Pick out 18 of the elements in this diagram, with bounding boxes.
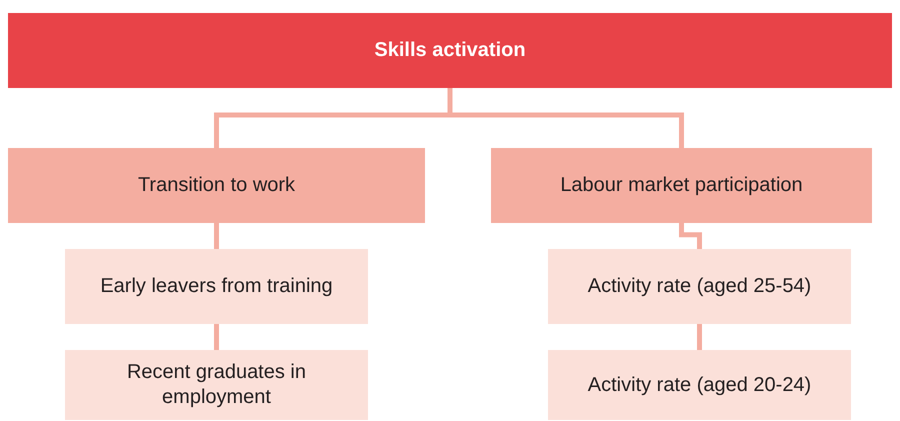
node-label: Recent graduates in employment xyxy=(126,360,307,410)
node-label: Skills activation xyxy=(374,38,526,63)
indicator-box xyxy=(65,350,368,420)
connector-line xyxy=(679,223,702,249)
indicator-box xyxy=(548,350,851,420)
node-label: Activity rate (aged 25-54) xyxy=(588,274,812,299)
connector-line xyxy=(697,324,702,350)
node-label: Early leavers from training xyxy=(100,274,333,299)
category-box xyxy=(491,148,872,223)
node-label: Activity rate (aged 20-24) xyxy=(588,372,812,398)
indicator-box xyxy=(65,249,368,324)
title-bar xyxy=(8,13,892,88)
connector-line xyxy=(214,223,219,249)
node-label: Labour market participation xyxy=(560,173,803,198)
node-label: Transition to work xyxy=(138,173,296,198)
connector-line xyxy=(214,324,219,350)
indicator-box xyxy=(548,249,851,324)
category-box xyxy=(8,148,425,223)
